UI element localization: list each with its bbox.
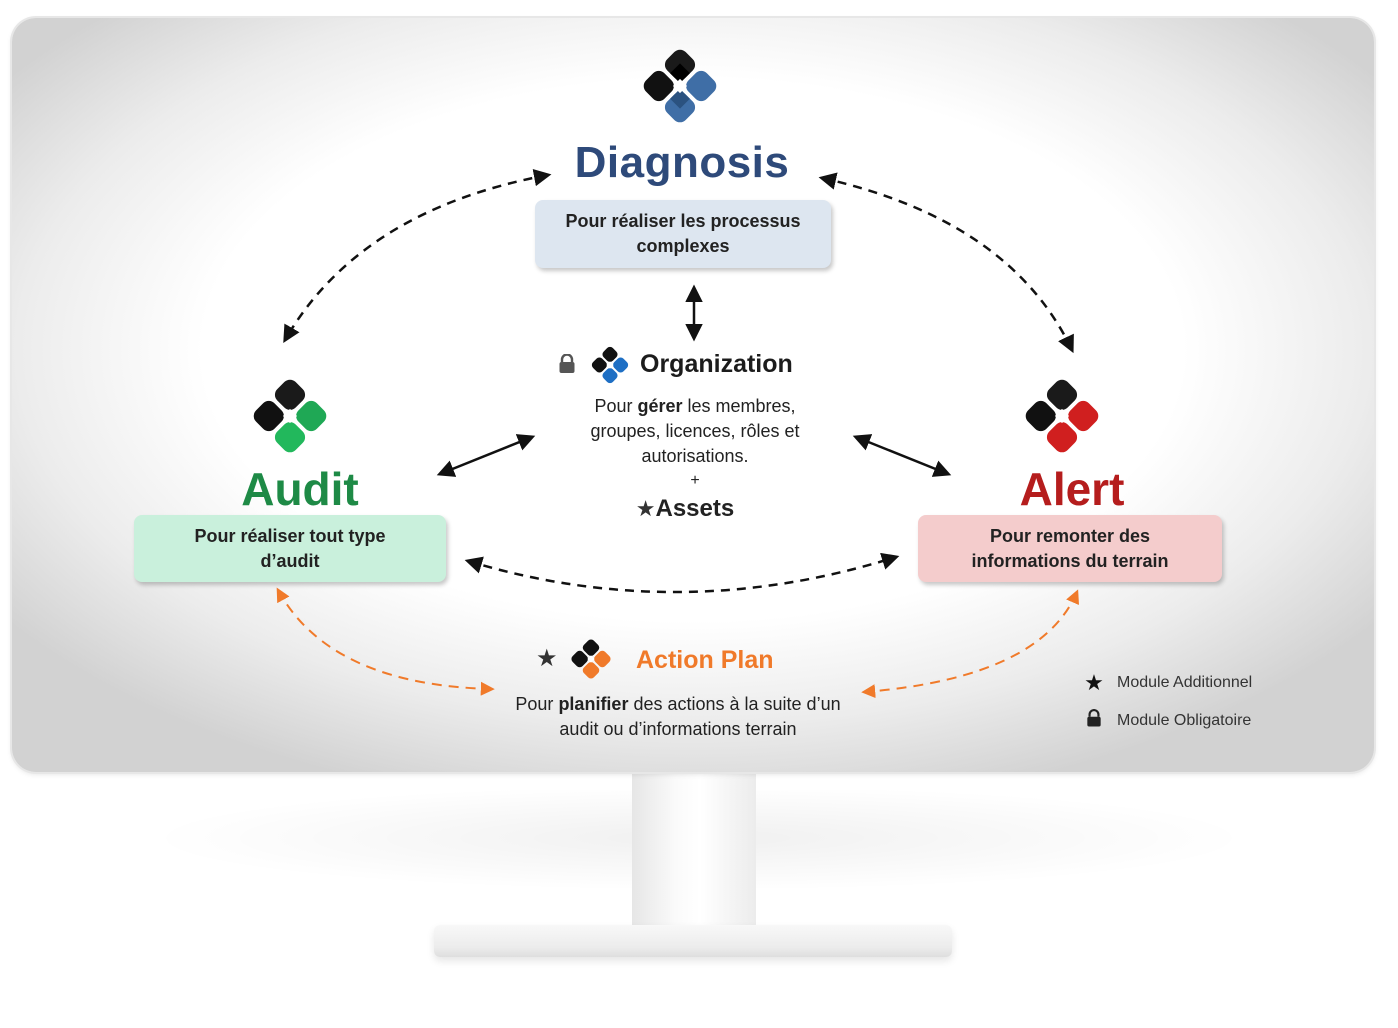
diagnosis-description: Pour réaliser les processus complexes — [565, 211, 801, 256]
organization-desc-rest: les membres, groupes, licences, rôles et… — [590, 396, 800, 466]
organization-title: Organization — [640, 350, 793, 378]
action-plan-desc-bold: planifier — [558, 694, 629, 714]
assets-label: ★Assets — [610, 494, 760, 524]
lock-icon — [558, 353, 576, 379]
action-plan-logo-icon — [566, 634, 616, 689]
arrow-organization-alert — [852, 434, 952, 477]
monitor-stand-base — [434, 925, 952, 957]
audit-description-box: Pour réaliser tout type d’audit — [134, 515, 446, 582]
monitor-screen — [12, 18, 1374, 772]
arrow-organization-audit — [436, 434, 536, 477]
star-icon: ★ — [536, 645, 558, 672]
star-icon: ★ — [1084, 670, 1104, 695]
audit-description: Pour réaliser tout type d’audit — [194, 525, 386, 571]
arrow-diagnosis-audit — [283, 168, 552, 344]
arrow-audit-alert — [464, 552, 900, 594]
organization-logo-icon — [587, 342, 633, 393]
plus-sign: + — [690, 472, 700, 489]
action-plan-desc-rest: des actions à la suite d’un audit ou d’i… — [559, 694, 841, 739]
arrow-diagnosis-alert — [818, 172, 1074, 354]
audit-logo-icon — [244, 370, 336, 467]
action-plan-desc-prefix: Pour — [515, 694, 559, 714]
alert-description: Pour remonter des informations du terrai… — [971, 525, 1169, 571]
alert-description-box: Pour remonter des informations du terrai… — [918, 515, 1222, 582]
legend-mandatory: Module Obligatoire — [1080, 708, 1251, 734]
audit-title: Audit — [241, 463, 359, 515]
legend-mandatory-label: Module Obligatoire — [1117, 712, 1252, 729]
monitor-stand-neck — [632, 772, 756, 940]
legend-additional: ★ Module Additionnel — [1080, 670, 1252, 696]
star-icon: ★ — [635, 496, 656, 521]
arrow-alert-actionplan — [861, 589, 1079, 699]
assets-text: Assets — [655, 495, 735, 522]
arrow-audit-actionplan — [276, 587, 495, 696]
legend-additional-label: Module Additionnel — [1117, 674, 1253, 691]
organization-description: Pour gérer les membres, groupes, licence… — [570, 394, 820, 469]
diagnosis-logo-icon — [634, 42, 726, 135]
organization-desc-prefix: Pour — [594, 396, 638, 416]
lock-icon — [1080, 708, 1108, 734]
action-plan-description: Pour planifier des actions à la suite d’… — [508, 692, 848, 742]
action-plan-title: Action Plan — [636, 646, 774, 674]
alert-title: Alert — [1019, 463, 1125, 515]
diagnosis-title: Diagnosis — [574, 138, 790, 187]
diagnosis-description-box: Pour réaliser les processus complexes — [535, 200, 831, 268]
organization-desc-bold: gérer — [637, 396, 683, 416]
alert-logo-icon — [1014, 370, 1110, 467]
